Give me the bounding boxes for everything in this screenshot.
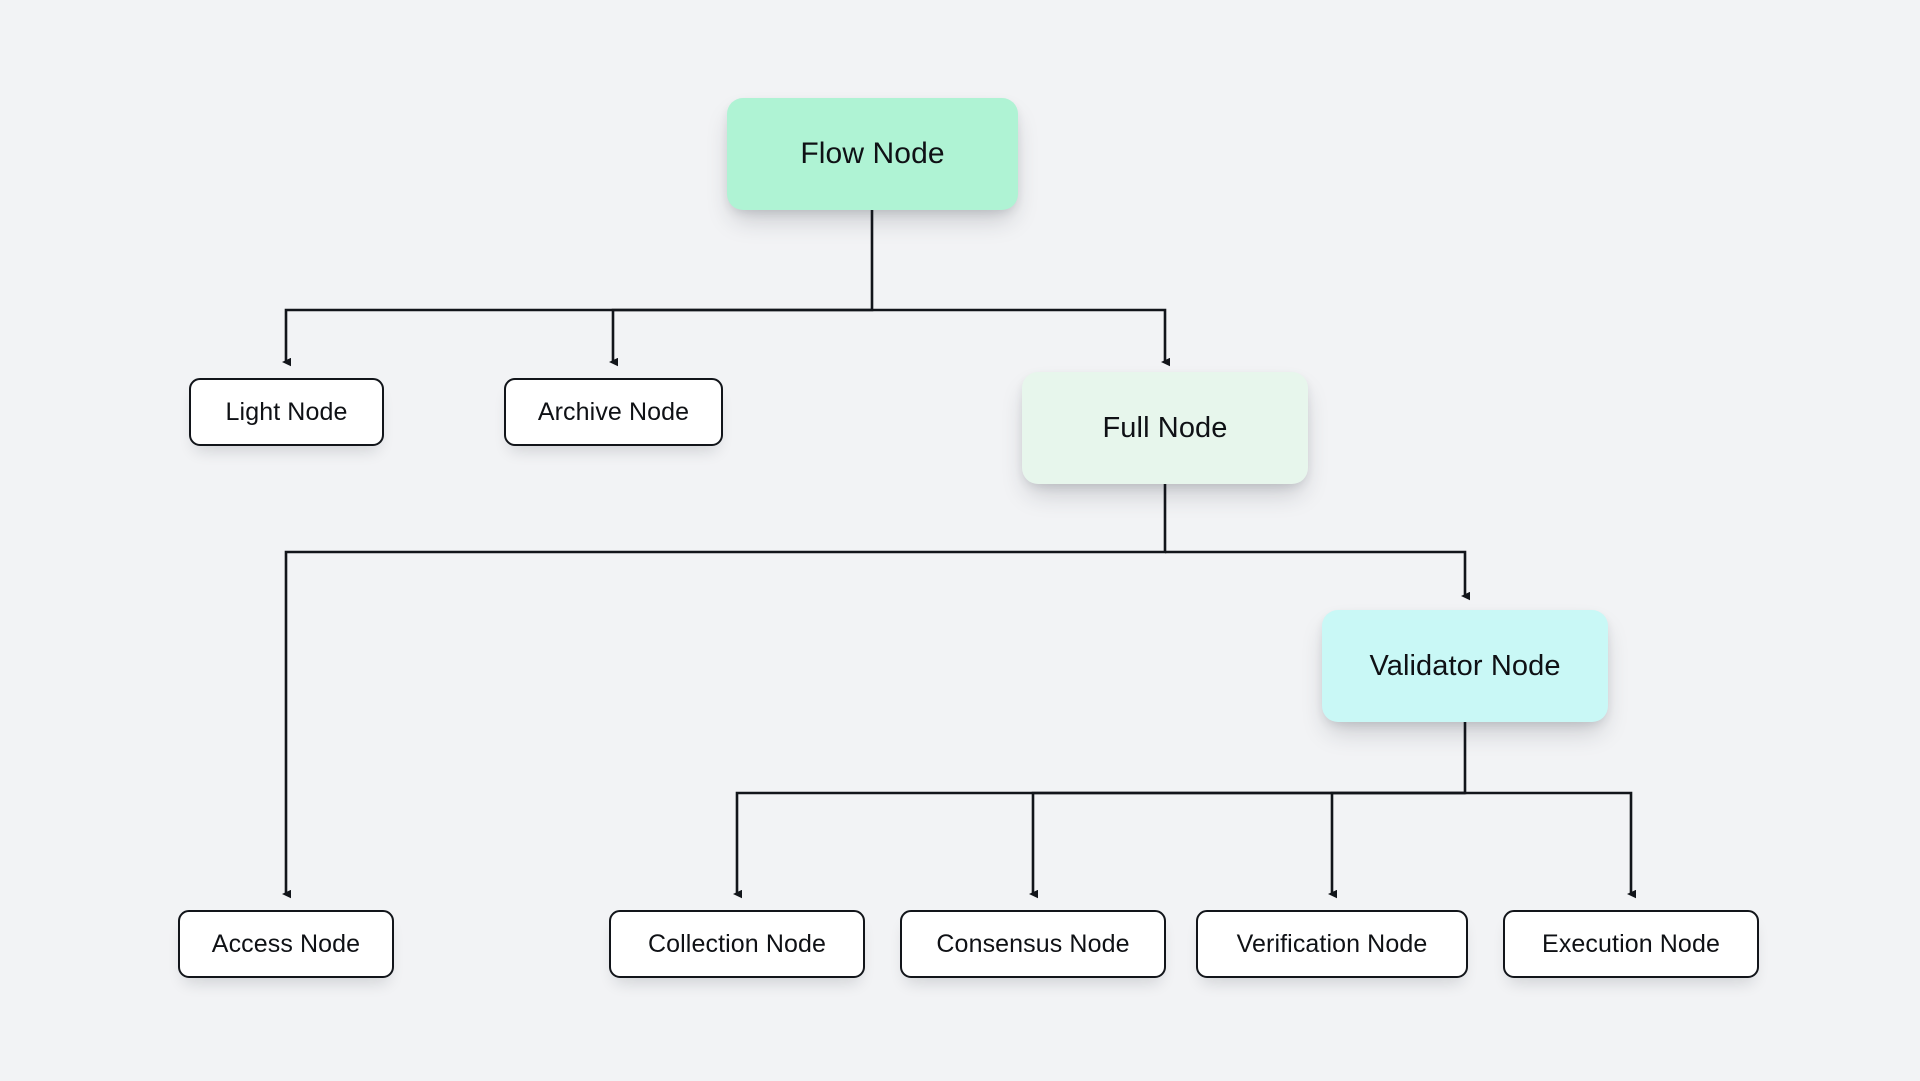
node-archive[interactable]: Archive Node bbox=[504, 378, 723, 446]
edge-flow-archive bbox=[609, 308, 872, 367]
node-collection[interactable]: Collection Node bbox=[609, 910, 865, 978]
node-access[interactable]: Access Node bbox=[178, 910, 394, 978]
edge-flow-full bbox=[872, 308, 1170, 367]
node-consensus[interactable]: Consensus Node bbox=[900, 910, 1166, 978]
node-full[interactable]: Full Node bbox=[1022, 372, 1308, 484]
node-execution[interactable]: Execution Node bbox=[1503, 910, 1759, 978]
node-flow[interactable]: Flow Node bbox=[727, 98, 1018, 210]
edge-full-access bbox=[282, 484, 1167, 899]
node-validator[interactable]: Validator Node bbox=[1322, 610, 1608, 722]
edge-validator-execution bbox=[1465, 791, 1636, 899]
node-light[interactable]: Light Node bbox=[189, 378, 384, 446]
edge-flow-light bbox=[282, 210, 874, 367]
node-verification[interactable]: Verification Node bbox=[1196, 910, 1468, 978]
edge-validator-consensus bbox=[1029, 791, 1465, 899]
edge-full-validator bbox=[1165, 550, 1470, 601]
edge-validator-collection bbox=[733, 722, 1467, 899]
edge-validator-verification bbox=[1328, 791, 1465, 899]
